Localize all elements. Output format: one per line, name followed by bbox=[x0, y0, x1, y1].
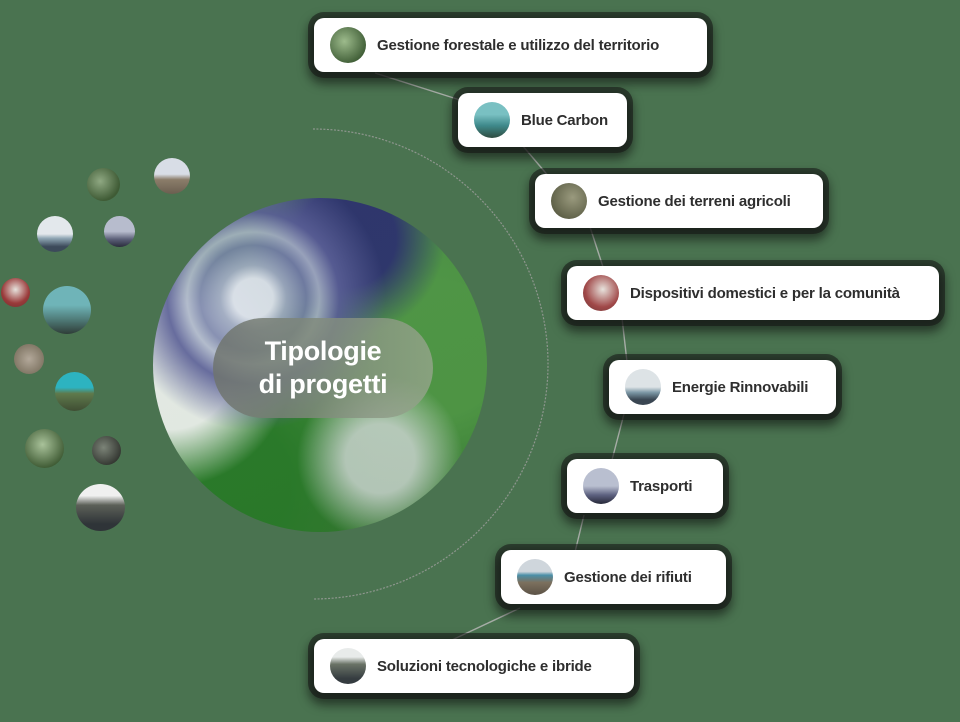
category-card-blue-carbon[interactable]: Blue Carbon bbox=[458, 93, 627, 147]
wind-turbines-photo-icon bbox=[625, 369, 661, 405]
category-label: Gestione forestale e utilizzo del territ… bbox=[377, 36, 660, 54]
photo-bubble-bicycle bbox=[104, 216, 135, 247]
farmland-photo-icon bbox=[551, 183, 587, 219]
category-card-technology-hybrid[interactable]: Soluzioni tecnologiche e ibride bbox=[314, 639, 634, 693]
category-card-waste[interactable]: Gestione dei rifiuti bbox=[501, 550, 726, 604]
household-devices-photo-icon bbox=[583, 275, 619, 311]
photo-bubble-forest bbox=[87, 168, 120, 201]
category-label: Energie Rinnovabili bbox=[672, 378, 809, 396]
photo-bubble-coast bbox=[55, 372, 94, 411]
seagrass-photo-icon bbox=[474, 102, 510, 138]
central-title: Tipologie di progetti bbox=[213, 318, 433, 418]
category-card-household-devices[interactable]: Dispositivi domestici e per la comunità bbox=[567, 266, 939, 320]
category-card-forestry[interactable]: Gestione forestale e utilizzo del territ… bbox=[314, 18, 707, 72]
central-title-line1: Tipologie bbox=[264, 336, 382, 366]
photo-bubble-seagrass bbox=[43, 286, 91, 334]
category-card-renewable-energy[interactable]: Energie Rinnovabili bbox=[609, 360, 836, 414]
photo-bubble-technology bbox=[76, 484, 125, 531]
central-title-line2: di progetti bbox=[258, 369, 388, 399]
category-label: Blue Carbon bbox=[521, 111, 608, 129]
waste-collection-photo-icon bbox=[517, 559, 553, 595]
technology-hybrid-photo-icon bbox=[330, 648, 366, 684]
photo-bubble-waste bbox=[154, 158, 190, 194]
photo-bubble-farmland bbox=[14, 344, 44, 374]
category-label: Gestione dei terreni agricoli bbox=[598, 192, 791, 210]
category-label: Gestione dei rifiuti bbox=[564, 568, 692, 586]
photo-bubble-dark-forest bbox=[92, 436, 121, 465]
category-card-transport[interactable]: Trasporti bbox=[567, 459, 723, 513]
bicycle-photo-icon bbox=[583, 468, 619, 504]
photo-bubble-wind bbox=[37, 216, 73, 252]
category-label: Trasporti bbox=[630, 477, 693, 495]
category-label: Soluzioni tecnologiche e ibride bbox=[377, 657, 592, 675]
forest-photo-icon bbox=[330, 27, 366, 63]
photo-bubble-household bbox=[1, 278, 30, 307]
category-card-agriculture[interactable]: Gestione dei terreni agricoli bbox=[535, 174, 823, 228]
category-label: Dispositivi domestici e per la comunità bbox=[630, 284, 900, 302]
photo-bubble-forest-2 bbox=[25, 429, 64, 468]
